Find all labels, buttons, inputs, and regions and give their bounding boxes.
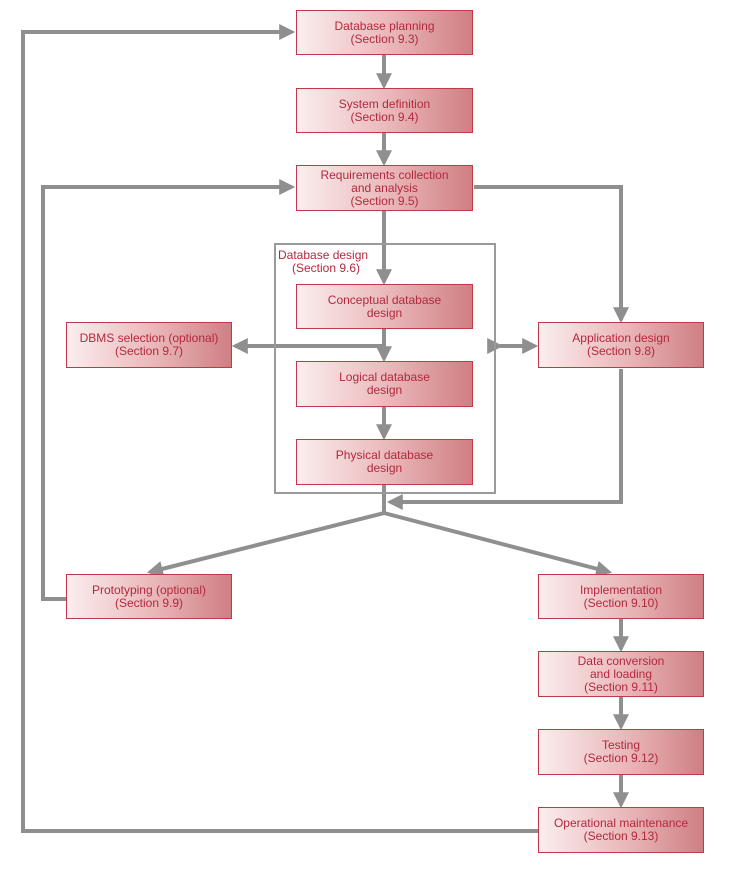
arrow-maintenance-to-planning xyxy=(21,24,538,833)
node-title-line1: Physical database xyxy=(335,448,434,462)
node-title: Implementation xyxy=(579,582,663,597)
node-section: (Section 9.12) xyxy=(583,751,659,765)
arrow-split-to-prototyping xyxy=(146,511,385,577)
node-section: (Section 9.7) xyxy=(114,344,184,358)
node-title: System definition xyxy=(338,96,431,111)
node-system-definition: System definition (Section 9.4) xyxy=(296,88,473,133)
arrow-prototyping-to-requirements xyxy=(41,179,296,601)
database-design-frame xyxy=(274,243,496,494)
node-conceptual-design: Conceptual database design xyxy=(296,284,473,329)
arrow-application-to-merge xyxy=(386,369,623,510)
node-section: (Section 9.5) xyxy=(350,193,419,208)
node-title-line1: Conceptual database xyxy=(327,292,442,307)
node-title: DBMS selection (optional) xyxy=(79,331,219,345)
node-section: (Section 9.4) xyxy=(350,109,419,124)
node-section: (Section 9.3) xyxy=(350,31,419,46)
database-design-section: (Section 9.6) xyxy=(292,261,361,275)
node-title: Operational maintenance xyxy=(553,816,689,830)
node-section: (Section 9.8) xyxy=(586,344,656,358)
database-design-label: Database design (Section 9.6) xyxy=(278,249,368,275)
node-requirements: Requirements collection and analysis (Se… xyxy=(296,165,473,211)
node-testing: Testing (Section 9.12) xyxy=(538,729,704,775)
node-title-line1: Logical database xyxy=(339,370,430,384)
node-title-line2: and analysis xyxy=(351,180,418,195)
arrow-requirements-to-application xyxy=(474,185,629,324)
node-section: (Section 9.13) xyxy=(583,829,659,843)
node-title-line2: design xyxy=(366,305,403,320)
node-logical-design: Logical database design xyxy=(296,361,473,407)
node-title: Prototyping (optional) xyxy=(91,582,207,597)
node-physical-design: Physical database design xyxy=(296,439,473,485)
node-application-design: Application design (Section 9.8) xyxy=(538,322,704,368)
node-title-line2: design xyxy=(366,461,403,475)
node-prototyping: Prototyping (optional) (Section 9.9) xyxy=(66,574,232,619)
node-title: Testing xyxy=(601,738,641,752)
node-implementation: Implementation (Section 9.10) xyxy=(538,574,704,619)
node-data-conversion: Data conversion and loading (Section 9.1… xyxy=(538,651,704,697)
node-dbms-selection: DBMS selection (optional) (Section 9.7) xyxy=(66,322,232,368)
node-operational-maintenance: Operational maintenance (Section 9.13) xyxy=(538,807,704,853)
node-database-planning: Database planning (Section 9.3) xyxy=(296,10,473,55)
database-design-title: Database design xyxy=(278,248,369,262)
node-title-line1: Requirements collection xyxy=(320,167,449,182)
node-title: Application design xyxy=(572,331,670,345)
node-section: (Section 9.11) xyxy=(584,679,658,694)
node-title-line2: and loading xyxy=(589,666,653,681)
node-section: (Section 9.10) xyxy=(583,595,659,610)
node-title-line2: design xyxy=(366,383,403,397)
node-title-line1: Data conversion xyxy=(577,653,665,668)
arrow-split-to-implementation xyxy=(383,511,613,577)
node-title: Database planning xyxy=(334,18,435,33)
node-section: (Section 9.9) xyxy=(114,595,184,610)
